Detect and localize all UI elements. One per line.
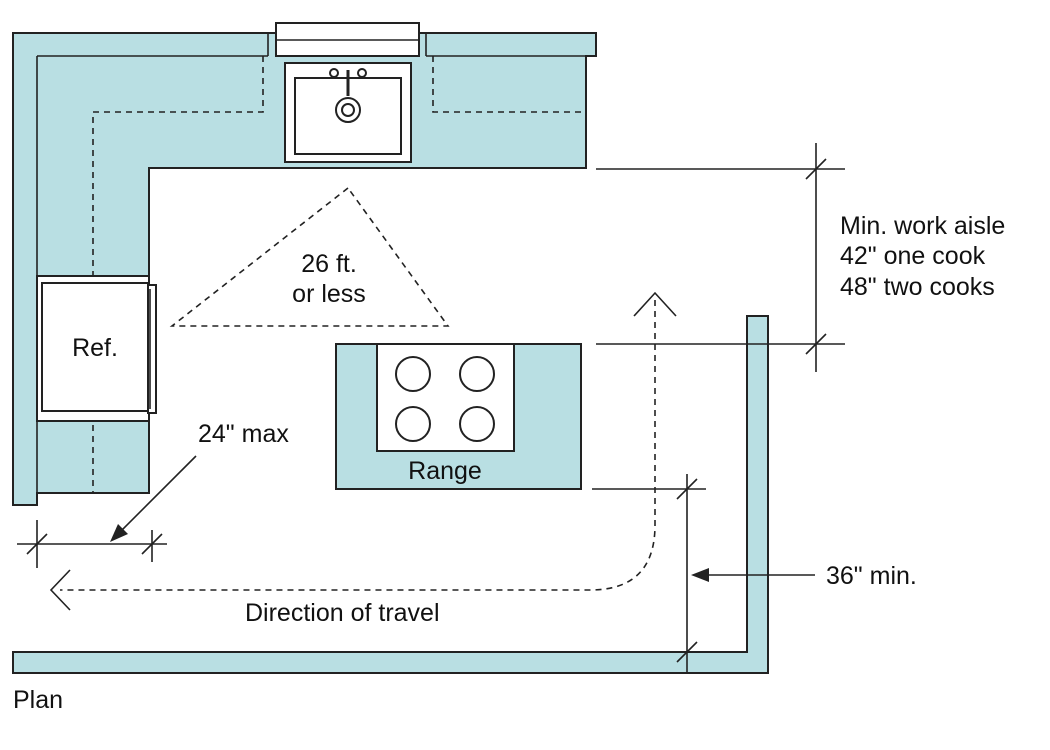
travel-path [60, 300, 656, 591]
arrowhead-icon [110, 524, 128, 542]
work-triangle-label: or less [292, 280, 366, 308]
max-leader [116, 455, 197, 536]
burner-icon [395, 356, 431, 392]
travel-arrowhead-up-icon [633, 291, 677, 317]
max-label: 24" max [198, 420, 289, 448]
clearance-tick [676, 641, 698, 663]
aisle-label: 48" two cooks [840, 273, 995, 301]
range-cooktop [376, 343, 515, 452]
burner-icon [459, 356, 495, 392]
range-label: Range [408, 457, 482, 485]
travel-label: Direction of travel [245, 599, 440, 627]
work-triangle-label: 26 ft. [301, 250, 357, 278]
work-triangle [169, 186, 450, 327]
refrigerator-label: Ref. [72, 334, 118, 362]
right-bottom-counter [12, 315, 769, 674]
aisle-label: Min. work aisle [840, 212, 1005, 240]
plan-caption: Plan [13, 686, 63, 714]
refrigerator-door-handle [147, 284, 157, 414]
sink-drain-center [341, 103, 355, 117]
burner-icon [459, 406, 495, 442]
clearance-tick [676, 478, 698, 500]
max-tick [141, 533, 163, 555]
faucet-handle [357, 68, 367, 78]
cabinet-dashed-line [92, 56, 264, 493]
clearance-label: 36" min. [826, 562, 917, 590]
aisle-tick [805, 158, 827, 180]
aisle-tick [805, 333, 827, 355]
max-tick [26, 533, 48, 555]
l-shaped-counter [12, 32, 597, 506]
faucet-handle [329, 68, 339, 78]
burner-icon [395, 406, 431, 442]
arrowhead-icon [691, 568, 709, 582]
travel-arrowhead-left-icon [49, 569, 71, 611]
aisle-label: 42" one cook [840, 242, 986, 270]
cabinet-dashed-line [432, 56, 586, 113]
